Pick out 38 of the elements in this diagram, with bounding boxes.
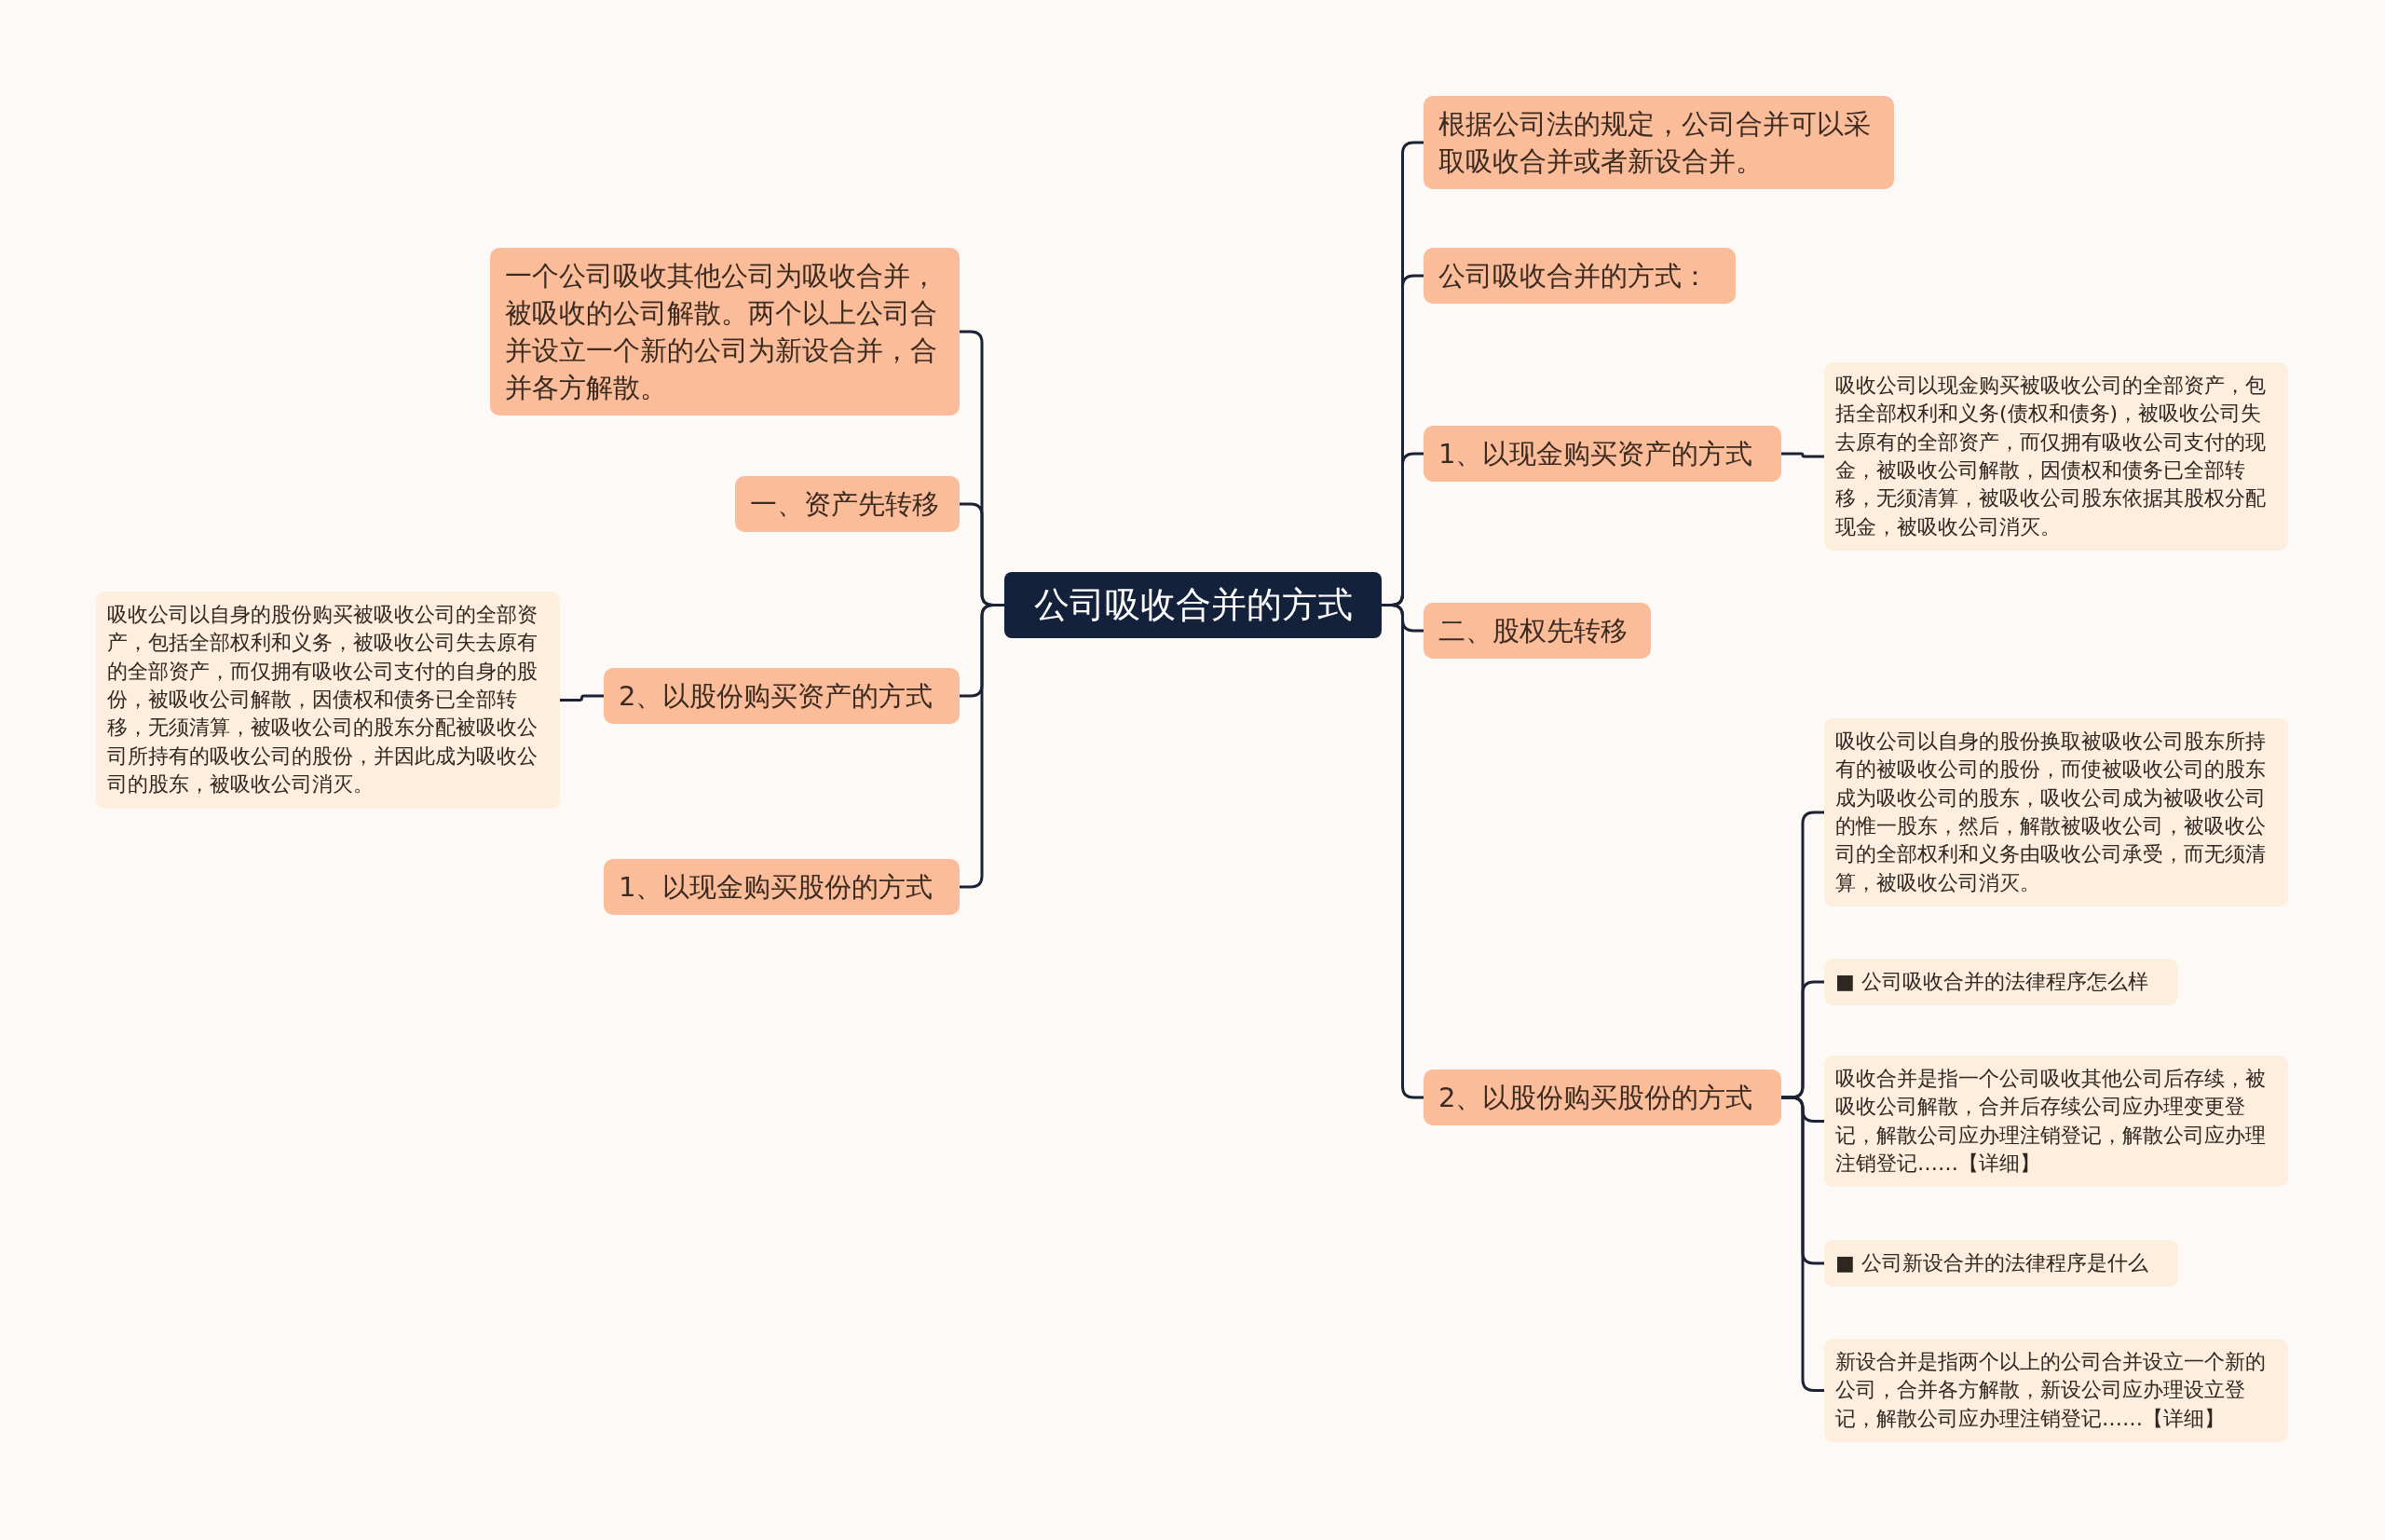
topic-box — [1424, 96, 1894, 190]
note-box — [1824, 1339, 2288, 1443]
topic-box — [604, 668, 960, 724]
node-text: ■ 公司吸收合并的法律程序怎么样 — [1835, 969, 2148, 995]
note-box — [1824, 1240, 2178, 1288]
note-box — [1824, 959, 2178, 1006]
node-text: 一个公司吸收其他公司为吸收合并，被吸收的公司解散。两个以上公司合并设立一个新的公司为新设合并，合并各方解散。 — [505, 259, 938, 406]
topic-box — [604, 859, 960, 915]
node-text: 根据公司法的规定，公司合并可以采取吸收合并或者新设合并。 — [1438, 107, 1872, 179]
connector-line — [560, 694, 604, 702]
node-text: 一、资产先转移 — [750, 487, 939, 522]
node-text: 吸收公司以自身的股份购买被吸收公司的全部资产，包括全部权利和义务，被吸收公司失去原有的全部资产，而仅拥有吸收公司支付的自身的股份，被吸收公司解散，因债权和债务已全部转移，无须清算，被吸收公司的股东分配被吸收公司所持有的吸收公司的股份，并因此成为吸收公司的股东，被吸收公司消灭。 — [107, 602, 538, 798]
connector-line — [960, 604, 1004, 889]
node-text: 公司吸收合并的方式 — [1033, 583, 1353, 627]
node-text: 吸收公司以现金购买被吸收公司的全部资产，包括全部权利和义务(债权和债务)，被吸收公司失去原有的全部资产，而仅拥有吸收公司支付的现金，被吸收公司解散，因债权和债务已全部转移，无须清算，被吸收公司股东依据其股权分配现金，被吸收公司消灭。 — [1835, 373, 2267, 540]
node-text: 1、以现金购买股份的方式 — [619, 870, 934, 905]
node-text: 吸收公司以自身的股份换取被吸收公司股东所持有的被吸收公司的股份，而使被吸收公司的股东成为吸收公司的股东，吸收公司成为被吸收公司的惟一股东，然后，解散被吸收公司，被吸收公司的全部权利和义务由吸收公司承受，而无须清算，被吸收公司消灭。 — [1835, 729, 2267, 896]
connector-line — [1781, 452, 1824, 458]
central-topic-box — [1004, 572, 1382, 638]
node-text: 1、以现金购买资产的方式 — [1438, 437, 1753, 471]
node-text: 新设合并是指两个以上的公司合并设立一个新的公司，合并各方解散，新设公司应办理设立登记，解散公司应办理注销登记……【详细】 — [1835, 1349, 2267, 1432]
topic-box — [1424, 1070, 1781, 1125]
topic-box — [735, 476, 960, 532]
topic-box — [1424, 603, 1651, 659]
node-text: 吸收合并是指一个公司吸收其他公司后存续，被吸收公司解散，合并后存续公司应办理变更登记，解散公司应办理注销登记，解散公司应办理注销登记……【详细】 — [1835, 1066, 2267, 1178]
note-box — [1824, 362, 2288, 552]
node-text: 二、股权先转移 — [1438, 614, 1628, 648]
node-text: 公司吸收合并的方式： — [1438, 259, 1709, 293]
node-text: 2、以股份购买资产的方式 — [619, 679, 934, 714]
topic-box — [490, 248, 960, 416]
topic-box — [1424, 426, 1781, 482]
connector-line — [1781, 1096, 1824, 1392]
note-box — [1824, 1056, 2288, 1188]
node-text: ■ 公司新设合并的法律程序是什么 — [1835, 1250, 2148, 1276]
node-text: 2、以股份购买股份的方式 — [1438, 1081, 1753, 1115]
note-box — [1824, 718, 2288, 907]
topic-box — [1424, 248, 1736, 304]
note-box — [96, 592, 560, 809]
